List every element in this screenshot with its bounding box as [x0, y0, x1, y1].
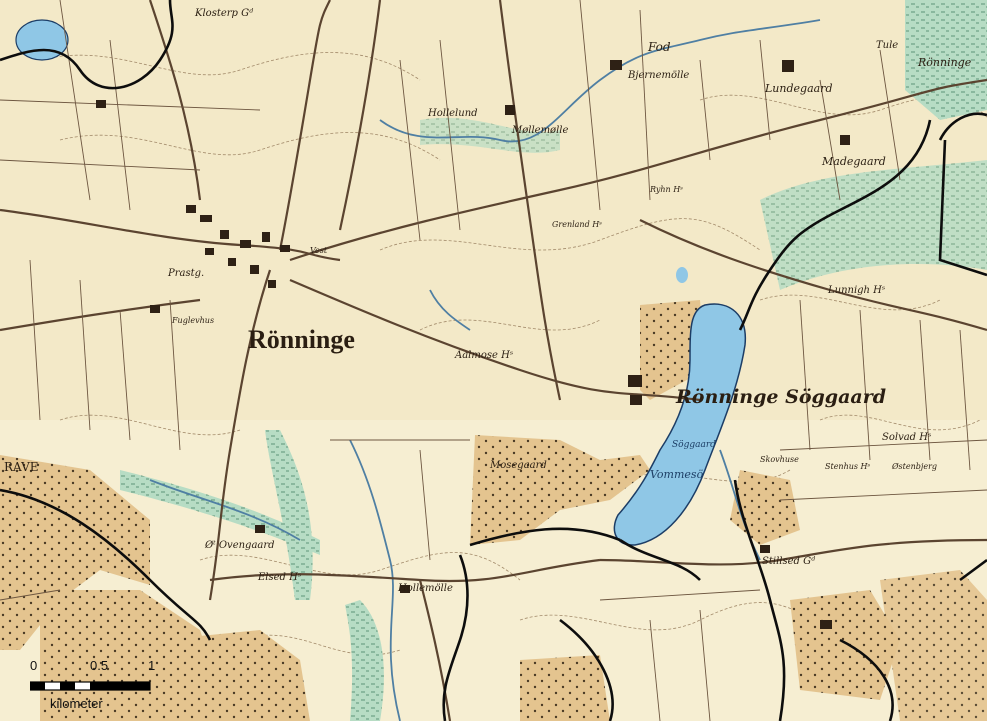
place-ryhn: Ryhn Hˢ	[650, 185, 683, 194]
scale-tick-mid: 0.5	[90, 658, 109, 673]
place-elsed: Elsed Hˢ	[258, 572, 302, 583]
scale-graphic	[30, 681, 151, 691]
place-ronninge-ne: Rönninge	[918, 56, 972, 69]
place-fod: Fod	[648, 40, 671, 54]
town-label: Rönninge	[248, 325, 355, 354]
scale-tick-0: 0	[30, 658, 38, 673]
scale-unit: kilometer	[50, 696, 103, 711]
scale-bar: 0 0.5 1 kilometer	[24, 658, 164, 718]
place-bjernemolle: Bjernemölle	[628, 70, 690, 81]
place-tule: Tule	[876, 40, 899, 51]
place-solved: Solvad Hˢ	[882, 432, 932, 443]
buildings	[96, 60, 850, 629]
place-klosterp: Klosterp Gᵈ	[195, 8, 254, 19]
lake-top-label: Söggaard	[672, 440, 716, 450]
place-aalmose: Aalmose Hˢ	[455, 350, 514, 361]
wetland-areas	[120, 0, 987, 721]
place-mollemolle: Møllemølle	[512, 125, 569, 136]
place-ovengaard: Øᵗ Ovengaard	[205, 540, 275, 551]
place-vest: Vest	[310, 246, 328, 255]
estate-label: Rönninge Söggaard	[676, 386, 886, 408]
place-hollemolle: Hollemölle	[398, 583, 453, 594]
place-madegaard: Madegaard	[822, 155, 886, 168]
place-stillsed: Stillsed Gᵈ	[762, 556, 816, 567]
place-lunnigh: Lunnigh Hˢ	[828, 285, 886, 296]
place-lundegaard: Lundegaard	[765, 82, 833, 95]
lake-label: Vommesö	[650, 468, 704, 481]
place-ostenbjerg: Østenbjerg	[892, 462, 938, 471]
scale-tick-end: 1	[148, 658, 156, 673]
place-prastg: Prastg.	[168, 268, 205, 279]
place-fuglevhus: Fuglevhus	[172, 316, 215, 325]
place-hollelund: Hollelund	[428, 108, 478, 119]
place-skovhuse: Skovhuse	[760, 455, 799, 464]
place-stenhus: Stenhus Hˢ	[825, 462, 871, 471]
place-grenland: Grenland Hˢ	[552, 220, 602, 229]
place-mosegaard: Mosegaard	[490, 460, 547, 471]
place-rave: RAVE	[4, 460, 39, 474]
